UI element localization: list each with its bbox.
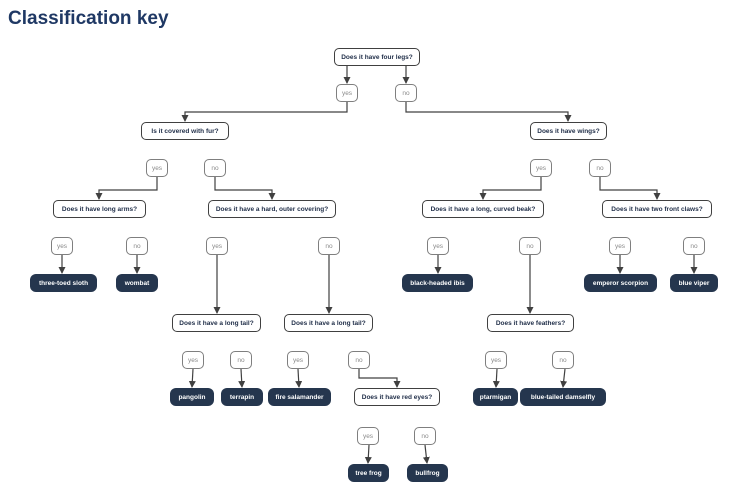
connector bbox=[295, 368, 303, 388]
connector bbox=[358, 369, 401, 388]
answer-no-four-legs: no bbox=[395, 84, 417, 102]
connector bbox=[214, 177, 276, 200]
connector bbox=[479, 177, 542, 200]
question-four-legs: Does it have four legs? bbox=[334, 48, 420, 66]
connector bbox=[188, 368, 196, 388]
connector bbox=[364, 444, 372, 464]
leaf-blue-viper: blue viper bbox=[670, 274, 718, 292]
leaf-terrapin: terrapin bbox=[221, 388, 263, 406]
question-fur: Is it covered with fur? bbox=[141, 122, 229, 140]
leaf-black-headed-ibis: black-headed ibis bbox=[402, 274, 473, 292]
question-wings: Does it have wings? bbox=[530, 122, 607, 140]
answer-no-claws: no bbox=[683, 237, 705, 255]
answer-no-tail-2: no bbox=[348, 351, 370, 369]
answer-no-wings: no bbox=[589, 159, 611, 177]
answer-no-feathers: no bbox=[552, 351, 574, 369]
answer-no-fur: no bbox=[204, 159, 226, 177]
connector bbox=[560, 368, 568, 388]
question-red-eyes: Does it have red eyes? bbox=[354, 388, 440, 406]
question-long-arms: Does it have long arms? bbox=[53, 200, 146, 218]
question-long-tail-2: Does it have a long tail? bbox=[284, 314, 373, 332]
answer-yes-long-arms: yes bbox=[51, 237, 73, 255]
connector bbox=[405, 102, 572, 122]
leaf-emperor-scorpion: emperor scorpion bbox=[584, 274, 657, 292]
answer-yes-red-eyes: yes bbox=[357, 427, 379, 445]
leaf-three-toed-sloth: three-toed sloth bbox=[30, 274, 97, 292]
question-front-claws: Does it have two front claws? bbox=[602, 200, 712, 218]
leaf-ptarmigan: ptarmigan bbox=[473, 388, 518, 406]
connector bbox=[238, 368, 246, 388]
answer-yes-covering: yes bbox=[206, 237, 228, 255]
connector bbox=[181, 102, 348, 122]
answer-yes-fur: yes bbox=[146, 159, 168, 177]
question-curved-beak: Does it have a long, curved beak? bbox=[422, 200, 544, 218]
question-outer-covering: Does it have a hard, outer covering? bbox=[208, 200, 336, 218]
answer-no-long-arms: no bbox=[126, 237, 148, 255]
answer-yes-tail-1: yes bbox=[182, 351, 204, 369]
answer-yes-four-legs: yes bbox=[336, 84, 358, 102]
connector bbox=[422, 444, 430, 464]
answer-no-red-eyes: no bbox=[414, 427, 436, 445]
answer-yes-wings: yes bbox=[530, 159, 552, 177]
answer-no-tail-1: no bbox=[230, 351, 252, 369]
connector bbox=[95, 177, 158, 200]
answer-yes-tail-2: yes bbox=[287, 351, 309, 369]
answer-yes-feathers: yes bbox=[485, 351, 507, 369]
connector bbox=[599, 177, 661, 200]
page-title: Classification key bbox=[8, 8, 169, 29]
leaf-tree-frog: tree frog bbox=[348, 464, 389, 482]
answer-yes-beak: yes bbox=[427, 237, 449, 255]
question-long-tail-1: Does it have a long tail? bbox=[172, 314, 261, 332]
leaf-wombat: wombat bbox=[116, 274, 158, 292]
leaf-pangolin: pangolin bbox=[170, 388, 214, 406]
leaf-fire-salamander: fire salamander bbox=[268, 388, 331, 406]
leaf-bullfrog: bullfrog bbox=[407, 464, 448, 482]
question-feathers: Does it have feathers? bbox=[487, 314, 574, 332]
answer-no-beak: no bbox=[519, 237, 541, 255]
leaf-blue-tailed-damselfly: blue-tailed damselfly bbox=[520, 388, 606, 406]
answer-no-covering: no bbox=[318, 237, 340, 255]
answer-yes-claws: yes bbox=[609, 237, 631, 255]
connector bbox=[492, 368, 500, 388]
